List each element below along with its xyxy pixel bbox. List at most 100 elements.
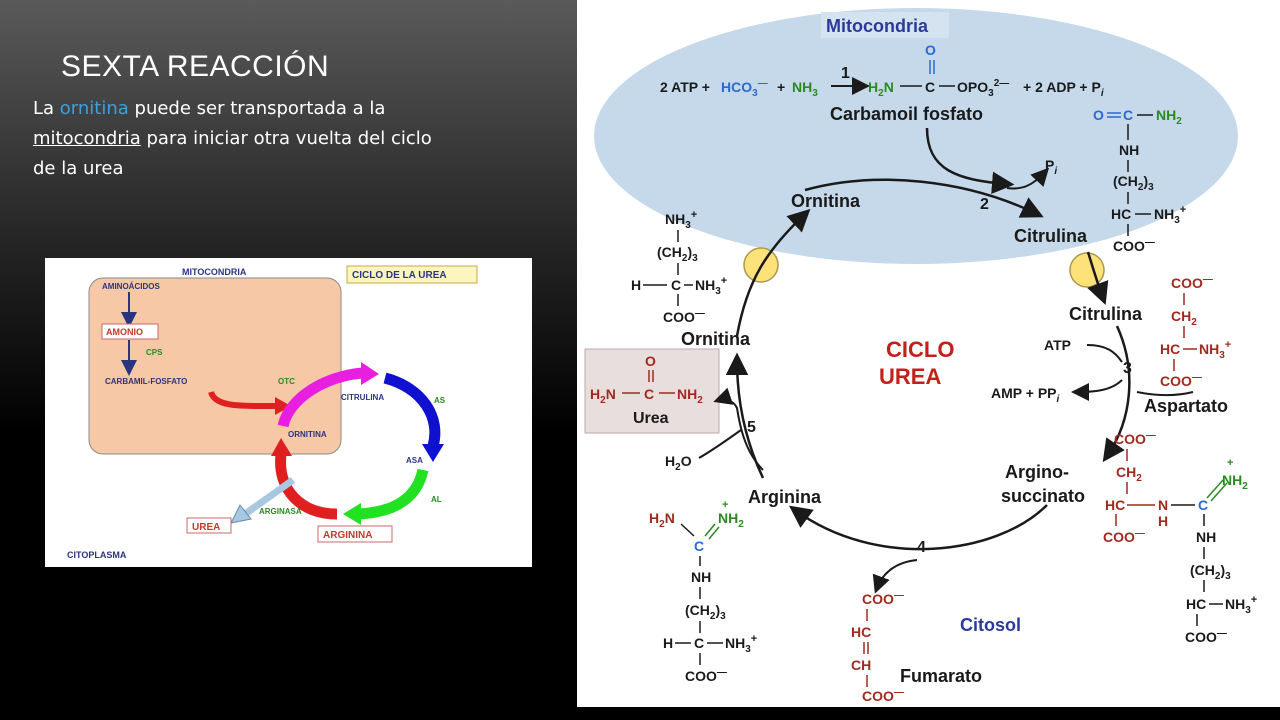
label-ciclo-urea: CICLO DE LA UREA [352,270,447,281]
reaction2-number: 2 [980,196,989,213]
citrulina-mito-to-cyto-arrow [1086,251,1109,306]
label-ornitina-mito: Ornitina [791,191,861,211]
citrulline-hc: HC [1111,206,1131,222]
magenta-arc [277,367,364,428]
magenta-arrowhead [361,362,379,385]
urea-c: C [644,386,654,402]
red-arc [275,453,338,520]
label-mitocondria: MITOCONDRIA [182,267,247,277]
bond [680,523,695,537]
argsuc-h: H [1158,513,1168,529]
label-as: AS [434,396,446,405]
label-asa: ASA [406,456,423,465]
citrulline-coo: COO— [1113,237,1155,254]
mitochondria-ellipse [594,8,1238,264]
argsuc-plus: + [1227,457,1233,469]
arginina-c2: C [694,635,704,651]
reaction1-number: 1 [841,65,850,82]
bond [1210,482,1228,502]
reaction1-nh3: NH3 [792,79,818,99]
argsuc-nh: NH [1196,529,1216,545]
aspartato-arrow [1136,391,1194,396]
mitochondria-box [88,277,342,455]
argsuc-c: C [1198,497,1208,513]
fumarato-ch: CH [851,657,871,673]
label-mitocondria: Mitocondria [826,16,929,36]
fumarato-arrow [872,559,918,594]
label-aminoacidos: AMINOÁCIDOS [102,282,160,291]
argsuc-nh2: NH2 [1222,472,1248,492]
ornitina-nh3b: NH3+ [695,275,727,297]
fumarato-hc: HC [851,624,871,640]
arginina-h2n: H2N [649,510,675,530]
arginina-nh: NH [691,569,711,585]
body-text-part: para iniciar otra vuelta del ciclo de la… [33,128,432,179]
atp-arrow [1086,344,1123,363]
urea-release-arrow [713,387,764,471]
amonio-box [101,323,159,340]
reaction1-atp: 2 ATP + [660,79,710,95]
urea-cycle-detailed-diagram: Mitocondria 2 ATP + HCO3— + NH3 1 H2N C … [577,0,1280,707]
slide-body-text: La ornitina puede ser transportada a la … [33,94,433,184]
label-arginina: Arginina [748,487,822,507]
label-amonio: AMONIO [106,327,143,337]
label-arginasa: ARGINASA [259,507,302,516]
argsuc-coo1: COO— [1114,430,1156,447]
label-argino-1: Argino- [1005,462,1069,482]
arginina-coo: COO— [685,667,727,684]
label-pi: Pi [1045,157,1057,177]
aspartato-nh3: NH3+ [1199,339,1231,361]
arginina-ch2: (CH2)3 [685,602,726,622]
reaction4-number: 4 [917,539,926,556]
arc-argino-arginina [788,504,1048,551]
citrulline-nh: NH [1119,142,1139,158]
amp-arrow [1071,379,1123,401]
label-citoplasma: CITOPLASMA [67,550,127,560]
underline-mitocondria: mitocondria [33,128,141,149]
aspartato-hc: HC [1160,341,1180,357]
pi-arrow [1006,167,1050,190]
label-urea-center: UREA [879,364,941,389]
label-carbamil: CARBAMIL-FOSFATO [105,377,187,386]
urea-box [584,348,720,434]
label-atp: ATP [1044,337,1071,353]
label-al: AL [431,495,442,504]
reaction1-products: + 2 ADP + Pi [1023,79,1104,99]
blue-arc [383,372,441,448]
ornitina-ch2: (CH2)3 [657,244,698,264]
arginina-c: C [694,538,704,554]
ornitina-to-citrulina-arrow [804,178,1044,218]
arginina-nh2: NH2 [718,510,744,530]
argsuc-coo3: COO— [1185,628,1227,645]
reaction3-number: 3 [1123,360,1132,377]
urea-box [186,517,232,534]
reaction1-plus: + [777,79,785,95]
ornitina-h: H [631,277,641,293]
aspartato-coo1: COO— [1171,274,1213,291]
slide-title: SEXTA REACCIÓN [61,50,330,83]
arginina-nh3: NH3+ [725,633,757,655]
reaction5-number: 5 [747,419,756,436]
citrulline-o: O [1093,107,1104,123]
label-urea: Urea [633,410,669,427]
label-aspartato: Aspartato [1144,396,1228,416]
label-otc: OTC [278,377,295,386]
label-ornitina-cyto: Ornitina [681,329,751,349]
label-amp: AMP + PPi [991,385,1060,405]
aspartato-coo2: COO— [1160,372,1202,389]
highlight-ornitina: ornitina [59,98,129,119]
ornitina-coo: COO— [663,308,705,325]
urea-h2n: H2N [590,386,616,406]
argsuc-ch2b: (CH2)3 [1190,562,1231,582]
carbamoil-arrow [925,127,1015,195]
label-citrulina: CITRULINA [341,393,384,402]
arginina-box [317,525,393,543]
bond [1206,479,1224,499]
citrulline-nh2: NH2 [1156,107,1182,127]
argsuc-ch2: CH2 [1116,464,1142,484]
label-argino-2: succinato [1001,486,1085,506]
h2n-group: H2N [868,79,894,99]
citrulline-nh3: NH3+ [1154,204,1186,226]
oxygen: O [925,42,936,58]
title-box [346,265,478,284]
